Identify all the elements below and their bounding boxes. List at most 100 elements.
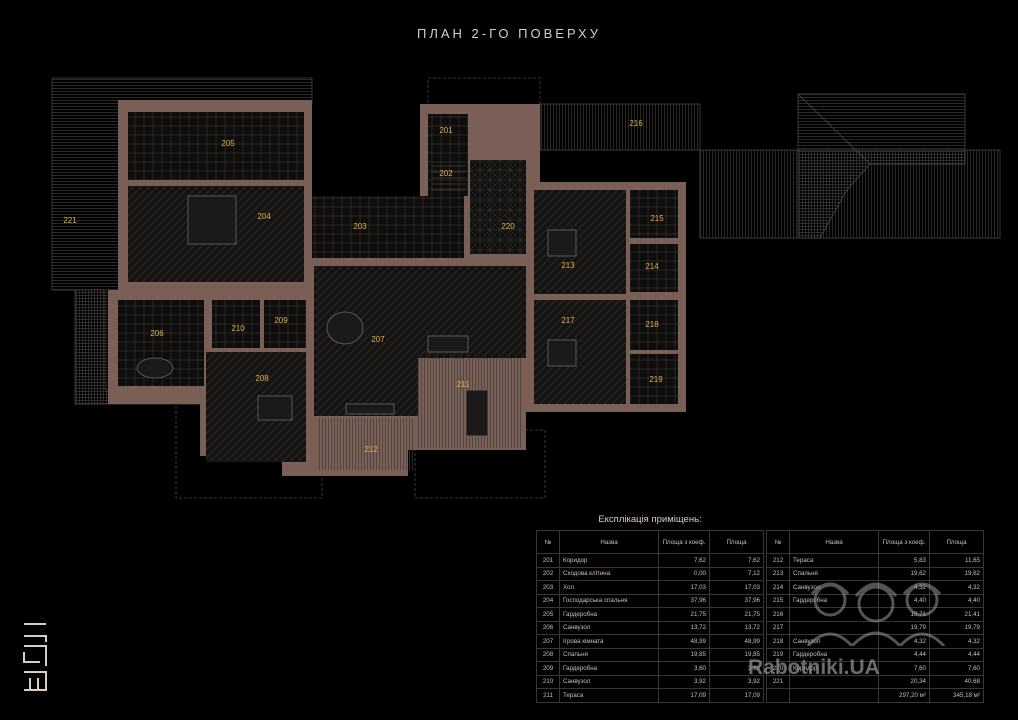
room-label-221: 221 — [63, 216, 77, 225]
row-area-coef: 13,72 — [658, 620, 710, 635]
row-name — [789, 688, 879, 703]
row-area: 7,62 — [709, 553, 764, 568]
row-area-coef: 48,99 — [658, 634, 710, 649]
row-number: 214 — [766, 580, 790, 595]
col-number: № — [536, 530, 560, 554]
col-area: Площа — [709, 530, 764, 554]
row-area-coef: 7,62 — [658, 553, 710, 568]
row-name: Гардеробна — [559, 607, 659, 622]
row-area: 37,96 — [709, 593, 764, 608]
row-area-coef: 21,75 — [658, 607, 710, 622]
row-area-coef: 297,20 м² — [878, 688, 930, 703]
row-number: 218 — [766, 634, 790, 649]
row-area: 7,60 — [929, 661, 984, 676]
col-area: Площа — [929, 530, 984, 554]
watermark: Rabotniki.UA — [748, 656, 880, 679]
row-number: 201 — [536, 553, 560, 568]
row-area-coef: 19,85 — [658, 647, 710, 662]
row-number: 216 — [766, 607, 790, 622]
row-number: 202 — [536, 566, 560, 581]
col-number: № — [766, 530, 790, 554]
row-area: 48,99 — [709, 634, 764, 649]
row-area: 7,12 — [709, 566, 764, 581]
row-area-coef: 3,92 — [658, 674, 710, 689]
roof-right — [539, 93, 1001, 239]
row-name: Спальня — [559, 647, 659, 662]
row-number: 213 — [766, 566, 790, 581]
room-floors — [118, 112, 678, 470]
staircase — [432, 165, 466, 191]
row-area-coef: 17,09 — [658, 688, 710, 703]
row-name: Тераса — [559, 688, 659, 703]
row-number: 206 — [536, 620, 560, 635]
col-area-coef: Площа з коеф. — [878, 530, 930, 554]
row-name: Санвузол — [559, 674, 659, 689]
brand-logo-icon — [23, 623, 47, 691]
row-number: 211 — [536, 688, 560, 703]
row-number — [766, 688, 790, 703]
row-name: Коридор — [559, 553, 659, 568]
row-name: Господарська спальня — [559, 593, 659, 608]
row-number: 204 — [536, 593, 560, 608]
room-label-210: 210 — [231, 324, 245, 333]
row-area-coef: 0,00 — [658, 566, 710, 581]
row-area: 21,75 — [709, 607, 764, 622]
room-label-209: 209 — [274, 316, 288, 325]
row-name: Ігрова кімната — [559, 634, 659, 649]
row-area-coef: 7,60 — [878, 661, 930, 676]
room-label-202: 202 — [439, 169, 453, 178]
row-name: Тераса — [789, 553, 879, 568]
room-label-208: 208 — [255, 374, 269, 383]
room-label-205: 205 — [221, 139, 235, 148]
row-number: 210 — [536, 674, 560, 689]
room-label-204: 204 — [257, 212, 271, 221]
room-label-211: 211 — [457, 380, 470, 389]
row-number: 209 — [536, 661, 560, 676]
row-area: 4,44 — [929, 647, 984, 662]
row-area-coef: 3,60 — [658, 661, 710, 676]
col-area-coef: Площа з коеф. — [658, 530, 710, 554]
row-name: Гардеробна — [559, 661, 659, 676]
room-label-212: 212 — [364, 445, 378, 454]
room-label-218: 218 — [645, 320, 659, 329]
room-label-215: 215 — [650, 214, 664, 223]
schedule-title: Експлікація приміщень: — [598, 514, 702, 525]
row-number: 207 — [536, 634, 560, 649]
row-name: Санвузол — [559, 620, 659, 635]
row-area: 11,65 — [929, 553, 984, 568]
row-area-coef: 20,34 — [878, 674, 930, 689]
row-number: 205 — [536, 607, 560, 622]
room-label-214: 214 — [645, 262, 659, 271]
row-area: 345,18 м² — [929, 688, 984, 703]
room-label-206: 206 — [150, 329, 164, 338]
room-label-220: 220 — [501, 222, 515, 231]
row-number: 203 — [536, 580, 560, 595]
room-label-217: 217 — [561, 316, 575, 325]
room-label-203: 203 — [353, 222, 367, 231]
row-number: 217 — [766, 620, 790, 635]
row-area-coef: 4,44 — [878, 647, 930, 662]
row-name: Сходова клітина — [559, 566, 659, 581]
row-number: 215 — [766, 593, 790, 608]
room-label-213: 213 — [561, 261, 575, 270]
room-label-207: 207 — [371, 335, 385, 344]
row-area-coef: 17,03 — [658, 580, 710, 595]
row-number: 208 — [536, 647, 560, 662]
col-name: Назва — [559, 530, 659, 554]
row-area: 40,68 — [929, 674, 984, 689]
row-area-coef: 5,83 — [878, 553, 930, 568]
